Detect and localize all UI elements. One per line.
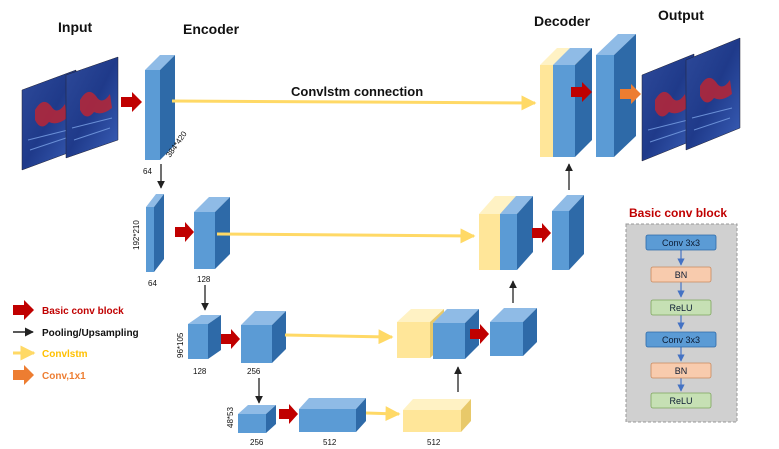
decoder-title: Decoder xyxy=(534,13,591,29)
block-layer-conv3x3-2-label: Conv 3x3 xyxy=(662,335,700,345)
dim-l4-ch-b: 512 xyxy=(323,438,337,447)
legend-conv1x1: Conv,1x1 xyxy=(13,365,86,385)
legend-convlstm-label: Convlstm xyxy=(42,349,88,360)
block-layer-bn-1: BN xyxy=(650,266,712,283)
dim-l3-size: 96*105 xyxy=(176,332,185,358)
block-layer-conv3x3-2: Conv 3x3 xyxy=(645,331,717,348)
convlstm-connection-label: Convlstm connection xyxy=(291,84,423,99)
encoder-l3-block-a xyxy=(188,315,221,359)
decoder-l2-block-b xyxy=(552,195,584,270)
dim-l4-ch-c: 512 xyxy=(427,438,441,447)
block-layer-bn-2: BN xyxy=(650,362,712,379)
dim-l1-ch: 64 xyxy=(143,167,152,176)
dim-l2-ch-a: 64 xyxy=(148,279,157,288)
legend-conv1x1-label: Conv,1x1 xyxy=(42,371,86,382)
legend-basic-conv-label: Basic conv block xyxy=(42,306,124,317)
dim-l3-ch-b: 256 xyxy=(247,367,261,376)
decoder-l3-block-b xyxy=(490,308,537,356)
basic-conv-block-title: Basic conv block xyxy=(629,206,727,220)
basic-conv-arrow-l3 xyxy=(221,329,240,349)
input-title: Input xyxy=(58,19,93,35)
block-layer-relu-2-label: ReLU xyxy=(669,396,692,406)
conv1x1-arrow-output xyxy=(620,84,641,104)
legend-pooling-label: Pooling/Upsampling xyxy=(42,328,139,339)
bottleneck-convlstm-block xyxy=(403,399,471,432)
legend-pooling: Pooling/Upsampling xyxy=(13,327,139,339)
output-title: Output xyxy=(658,7,704,23)
input-image-2 xyxy=(65,56,119,159)
output-image-2 xyxy=(685,37,741,151)
block-layer-relu-1: ReLU xyxy=(650,299,712,316)
legend-convlstm: Convlstm xyxy=(13,345,88,361)
block-layer-conv3x3-1-label: Conv 3x3 xyxy=(662,238,700,248)
basic-conv-arrow-decoder-l2 xyxy=(532,223,551,243)
encoder-l4-block-b xyxy=(299,398,366,432)
decoder-l3-block-a xyxy=(433,309,479,359)
basic-conv-arrow-l4 xyxy=(279,404,298,424)
block-layer-relu-1-label: ReLU xyxy=(669,303,692,313)
dim-l4-size: 48*53 xyxy=(226,407,235,428)
input-image-1 xyxy=(21,69,77,171)
dim-l3-ch-a: 128 xyxy=(193,367,207,376)
dim-l2-ch-b: 128 xyxy=(197,275,211,284)
basic-conv-arrow-l2 xyxy=(175,222,194,242)
basic-conv-block-panel: Basic conv block Conv 3x3 BN ReLU Conv 3… xyxy=(625,206,738,423)
encoder-l4-block-a xyxy=(238,405,276,433)
block-layer-bn-2-label: BN xyxy=(675,366,688,376)
input-image-stack xyxy=(21,56,119,171)
dim-l2-size: 192*210 xyxy=(132,220,141,250)
dim-l4-ch-a: 256 xyxy=(250,438,264,447)
legend: Basic conv block Pooling/Upsampling Conv… xyxy=(13,300,139,385)
output-image-stack xyxy=(641,37,741,162)
basic-conv-arrow-input xyxy=(121,92,142,112)
basic-conv-arrow-decoder-l3 xyxy=(470,324,489,344)
decoder-l2-block-a xyxy=(500,196,533,270)
convlstm-line-l3 xyxy=(284,329,394,345)
convlstm-line-l2 xyxy=(216,228,476,244)
legend-basic-conv: Basic conv block xyxy=(13,300,124,320)
encoder-l1-block xyxy=(145,55,175,160)
decoder-l1-block-a xyxy=(553,48,592,157)
block-layer-conv3x3-1: Conv 3x3 xyxy=(645,234,717,251)
basic-conv-arrow-decoder-l1 xyxy=(571,82,592,102)
encoder-l2-block-a xyxy=(146,194,164,272)
block-layer-relu-2: ReLU xyxy=(650,392,712,409)
block-layer-bn-1-label: BN xyxy=(675,270,688,280)
encoder-l2-block-b xyxy=(194,197,230,269)
encoder-title: Encoder xyxy=(183,21,240,37)
convlstm-line-l1 xyxy=(171,95,537,111)
output-image-1 xyxy=(641,53,695,162)
encoder-l3-block-b xyxy=(241,311,286,363)
convlstm-line-l4 xyxy=(365,406,401,422)
